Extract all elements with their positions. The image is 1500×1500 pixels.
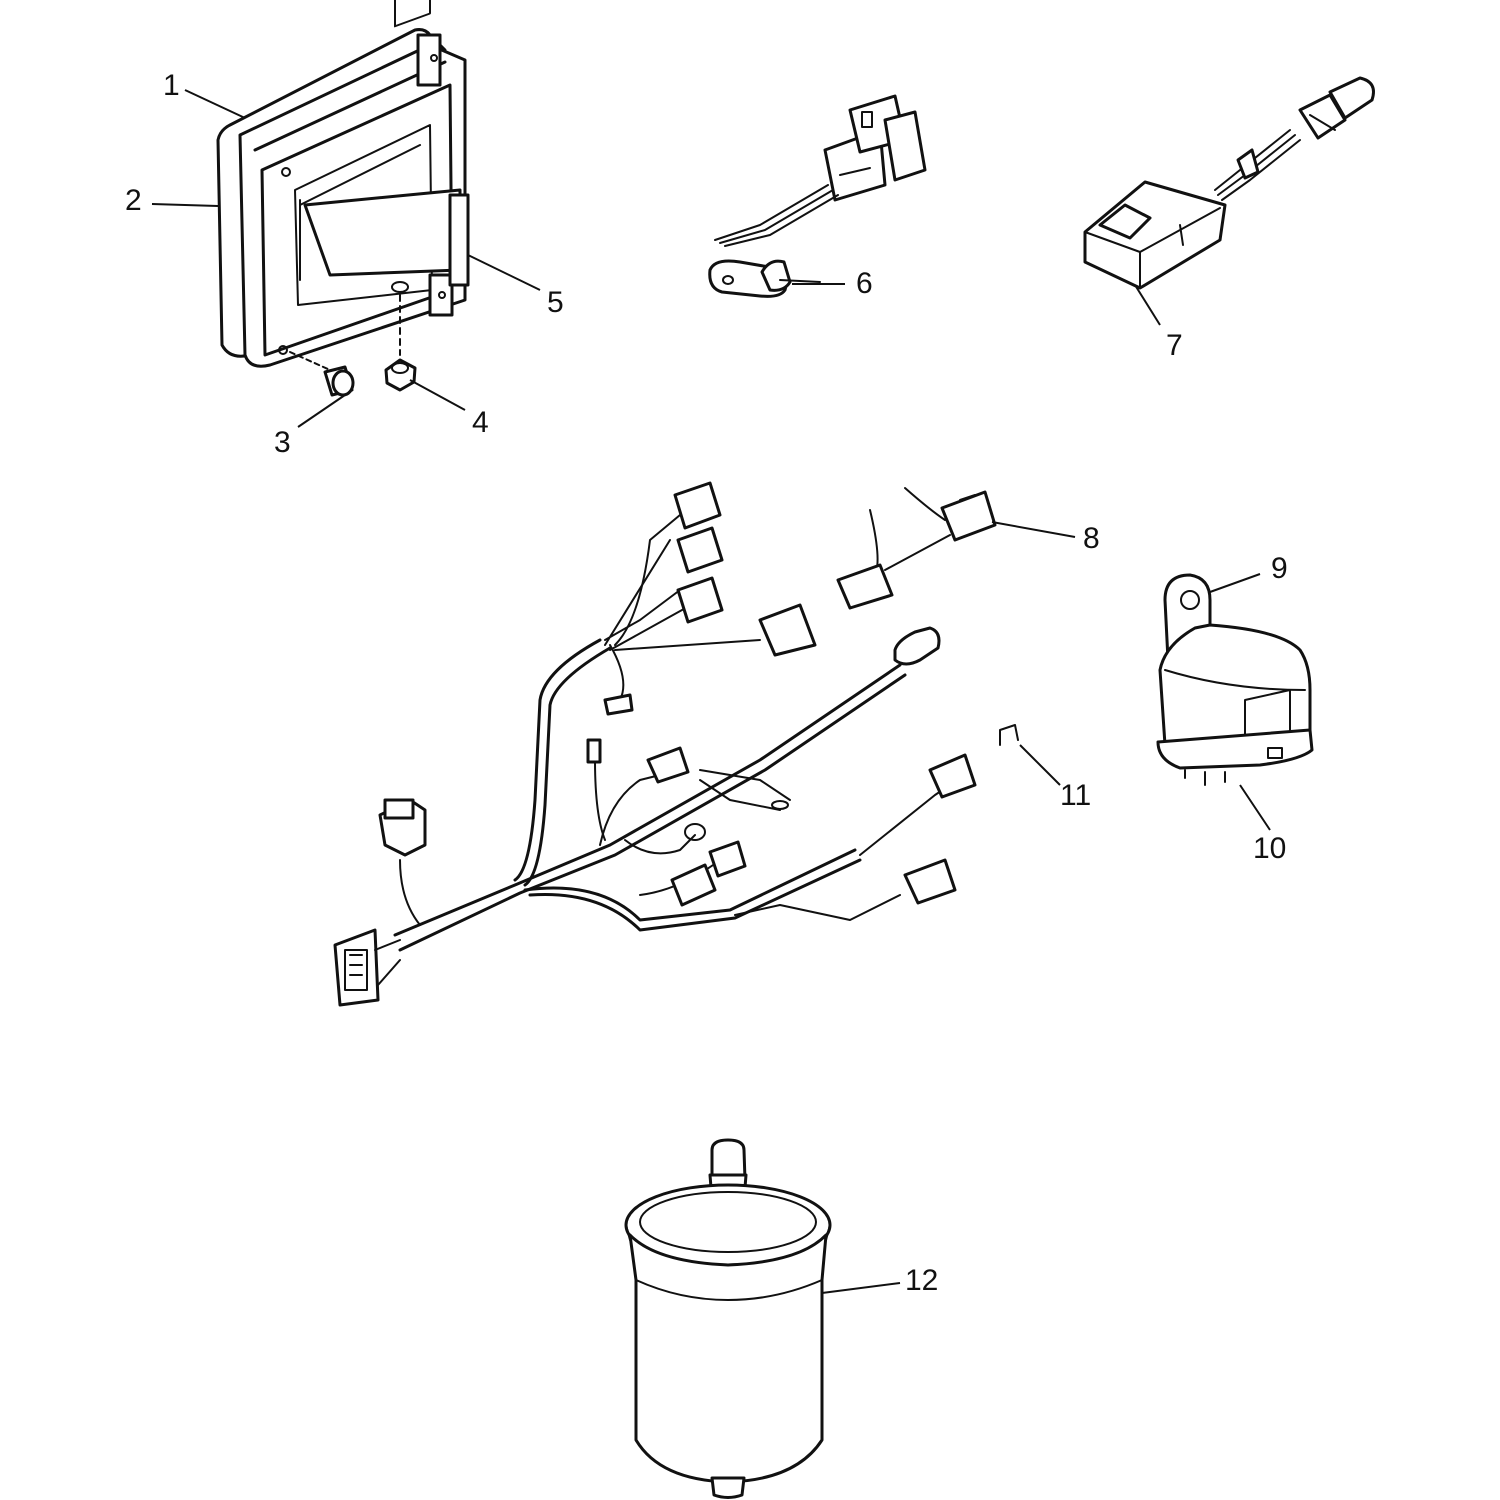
callout-3: 3 <box>274 426 291 459</box>
wiring-harness <box>333 481 997 1007</box>
callout-5: 5 <box>547 286 564 319</box>
leader-lines <box>151 89 1271 1294</box>
callout-4: 4 <box>472 406 489 439</box>
callout-1: 1 <box>163 69 180 102</box>
callout-12: 12 <box>905 1264 938 1297</box>
bolt <box>289 351 355 397</box>
callout-8: 8 <box>1083 522 1100 555</box>
sensor-with-connector <box>708 94 927 298</box>
callout-labels: 1 2 3 4 5 6 7 8 9 10 11 12 <box>125 69 1288 1297</box>
clip <box>999 724 1019 746</box>
control-unit <box>216 0 470 368</box>
callout-10: 10 <box>1253 832 1286 865</box>
sensor-module <box>1083 76 1375 290</box>
relay <box>1156 573 1314 786</box>
callout-9: 9 <box>1271 552 1288 585</box>
callout-7: 7 <box>1166 329 1183 362</box>
fuel-filter <box>624 1138 832 1499</box>
nut <box>384 358 417 392</box>
callout-6: 6 <box>856 267 873 300</box>
callout-2: 2 <box>125 184 142 217</box>
callout-11: 11 <box>1060 779 1091 812</box>
